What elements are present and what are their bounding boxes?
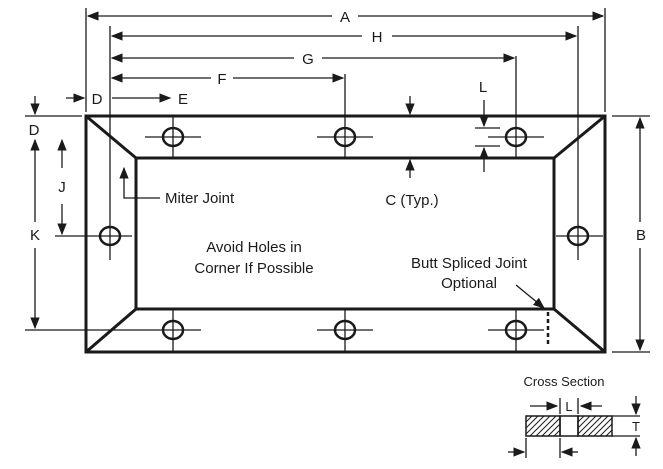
- dim-b: B: [635, 116, 646, 352]
- svg-text:E: E: [178, 91, 188, 108]
- svg-text:Corner If Possible: Corner If Possible: [194, 260, 313, 277]
- svg-text:Miter Joint: Miter Joint: [165, 190, 235, 207]
- svg-text:Avoid Holes in: Avoid Holes in: [206, 239, 302, 256]
- svg-text:L: L: [479, 79, 487, 96]
- note-avoid-holes: Avoid Holes in Corner If Possible: [194, 239, 313, 277]
- dim-l-plan: L: [475, 79, 500, 172]
- dim-d-horizontal: D: [66, 91, 103, 108]
- bolt-hole: [488, 310, 544, 352]
- dim-k: K: [30, 138, 40, 330]
- svg-text:J: J: [58, 179, 66, 196]
- bolt-hole: [317, 74, 373, 158]
- svg-text:T: T: [632, 419, 640, 434]
- svg-text:F: F: [217, 71, 226, 88]
- svg-text:Optional: Optional: [441, 275, 497, 292]
- svg-text:B: B: [636, 227, 646, 244]
- dim-c: C (Typ.): [385, 96, 439, 209]
- dim-g: G: [110, 51, 516, 68]
- bolt-holes: [55, 56, 603, 352]
- bolt-hole: [317, 310, 373, 352]
- svg-text:A: A: [340, 9, 350, 26]
- bolt-hole: [145, 310, 201, 352]
- svg-text:C (Typ.): C (Typ.): [385, 192, 438, 209]
- dim-h: H: [110, 29, 578, 46]
- svg-text:G: G: [302, 51, 314, 68]
- extension-lines: [25, 8, 650, 353]
- svg-text:H: H: [372, 29, 383, 46]
- bolt-hole: [55, 212, 132, 260]
- bolt-hole: [488, 56, 544, 158]
- svg-text:Butt Spliced Joint: Butt Spliced Joint: [411, 255, 528, 272]
- cross-section: Cross Section L: [508, 374, 641, 458]
- dim-f: F: [110, 71, 345, 88]
- svg-text:D: D: [29, 122, 40, 139]
- svg-text:L: L: [565, 399, 572, 414]
- note-miter-joint: Miter Joint: [119, 166, 235, 207]
- svg-text:D: D: [92, 91, 103, 108]
- svg-text:K: K: [30, 227, 40, 244]
- dim-d-vertical: D: [29, 96, 40, 139]
- bolt-hole: [556, 212, 603, 260]
- dim-a: A: [86, 9, 605, 26]
- bolt-hole: [145, 116, 201, 158]
- svg-text:Cross Section: Cross Section: [524, 374, 605, 389]
- dim-e: E: [112, 91, 188, 108]
- note-butt-spliced: Butt Spliced Joint Optional: [411, 255, 545, 309]
- dim-j: J: [57, 138, 67, 236]
